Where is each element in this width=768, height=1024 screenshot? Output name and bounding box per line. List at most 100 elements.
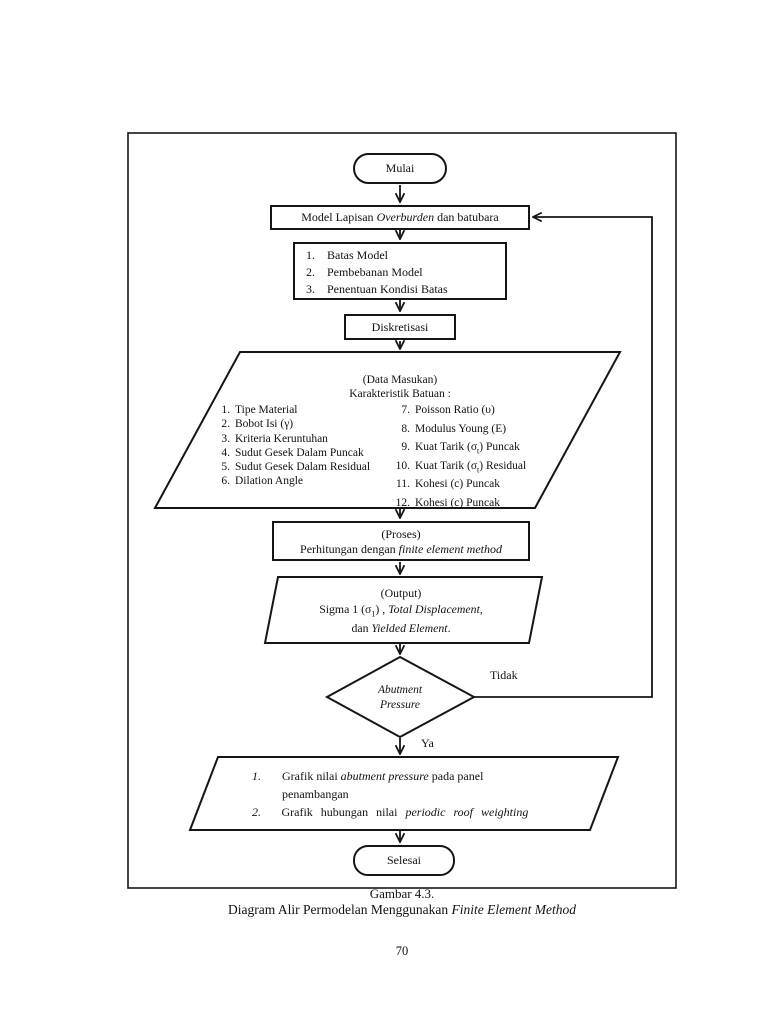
input-title: (Data Masukan) Karakteristik Batuan :	[235, 373, 565, 401]
input-item-text: Kohesi (c) Puncak	[415, 478, 500, 491]
input-item-label: Kohesi (c) Puncak	[415, 477, 500, 496]
input-item: 3. Kriteria Keruntuhan	[214, 432, 386, 446]
process-text-italic: finite element method	[398, 542, 502, 556]
setup-item: 2. Pembebanan Model	[295, 264, 505, 281]
output-line1: Sigma 1 (σ1) , Total Displacement,	[265, 602, 537, 622]
result-item-label: Grafik hubungan nilai periodic roof weig…	[281, 804, 602, 822]
setup-item-label: Batas Model	[327, 248, 388, 262]
model-box-text-post: dan batubara	[434, 210, 499, 224]
discretization-box: Diskretisasi	[344, 314, 456, 340]
input-item-num: 6.	[221, 475, 230, 488]
process-box: (Proses) Perhitungan dengan finite eleme…	[272, 521, 530, 561]
input-item-label: Sudut Gesek Dalam Puncak	[235, 446, 364, 459]
input-item: 8. Modulus Young (E)	[388, 422, 568, 441]
input-item-text: Kohesi (c) Puncak	[415, 496, 500, 509]
page-number: 70	[395, 944, 409, 958]
input-subtitle-line: Karakteristik Batuan :	[349, 388, 451, 401]
input-left-column: 1. Tipe Material 2. Bobot Isi (γ) 3. Kri…	[214, 403, 386, 489]
caption-line1: Gambar 4.3.	[369, 886, 435, 901]
setup-item-label: Penentuan Kondisi Batas	[327, 282, 448, 296]
result-item-italic: abutment pressure	[340, 769, 429, 783]
caption-line2: Diagram Alir Permodelan Menggunakan Fini…	[128, 902, 676, 918]
input-item: 5. Sudut Gesek Dalam Residual	[214, 460, 386, 474]
input-item: 7. Poisson Ratio (υ)	[388, 403, 568, 422]
output-text-italic2: Yielded Element	[371, 621, 448, 636]
input-item-text: Kuat Tarik (σ	[415, 459, 478, 472]
input-item: 2. Bobot Isi (γ)	[214, 417, 386, 431]
input-item-num: 2.	[221, 418, 230, 431]
process-line: Perhitungan dengan finite element method	[274, 542, 528, 557]
input-item: 12. Kohesi (c) Puncak	[388, 496, 568, 515]
start-terminator: Mulai	[353, 153, 447, 184]
setup-item-num: 1.	[306, 248, 315, 262]
input-item-sub: t	[477, 465, 480, 475]
end-label: Selesai	[387, 853, 421, 867]
setup-item: 1. Batas Model	[295, 247, 505, 264]
input-item-label: Kuat Tarik (σt) Puncak	[415, 440, 520, 459]
model-box-italic: Overburden	[376, 210, 435, 224]
input-item-sub: t	[477, 446, 480, 456]
caption-text-italic: Finite Element Method	[451, 902, 576, 917]
figure-caption: Gambar 4.3. Diagram Alir Permodelan Meng…	[128, 886, 676, 918]
input-item-num: 3.	[221, 432, 230, 445]
discretization-label: Diskretisasi	[371, 320, 429, 334]
input-item-label: Bobot Isi (γ)	[235, 418, 294, 431]
input-item-num: 8.	[401, 422, 410, 435]
input-item: 9. Kuat Tarik (σt) Puncak	[388, 440, 568, 459]
process-text: Perhitungan dengan	[300, 542, 399, 556]
output-line2: dan Yielded Element.	[265, 621, 537, 637]
input-item-label: Dilation Angle	[235, 475, 304, 488]
input-item: 4. Sudut Gesek Dalam Puncak	[214, 446, 386, 460]
end-terminator: Selesai	[353, 845, 455, 876]
result-item-text: Grafik nilai	[282, 769, 341, 783]
result-item-italic: periodic roof weighting	[405, 805, 529, 819]
setup-box: 1. Batas Model 2. Pembebanan Model 3. Pe…	[293, 242, 507, 300]
input-parallelogram-shape	[153, 351, 622, 509]
input-item-label: Kuat Tarik (σt) Residual	[415, 459, 526, 478]
result-item-num: 2.	[252, 805, 261, 819]
input-item-text: Modulus Young (E)	[415, 422, 507, 435]
model-box-text: Model Lapisan	[301, 210, 377, 224]
decision-label: Abutment Pressure	[340, 683, 460, 712]
setup-item-num: 2.	[306, 265, 315, 279]
input-item: 6. Dilation Angle	[214, 474, 386, 488]
decision-line2: Pressure	[379, 698, 421, 711]
input-item-num: 1.	[221, 404, 230, 416]
input-item-num: 10.	[395, 459, 410, 472]
diagram-border	[127, 132, 677, 889]
output-text-pre2: dan	[351, 621, 372, 636]
caption-text: Diagram Alir Permodelan Menggunakan	[228, 902, 452, 917]
setup-item: 3. Penentuan Kondisi Batas	[295, 281, 505, 298]
input-item-num: 12.	[395, 496, 410, 509]
process-title: (Proses)	[381, 527, 421, 541]
input-title-line: (Data Masukan)	[362, 374, 438, 386]
result-item-label: Grafik nilai abutment pressure pada pane…	[282, 768, 520, 803]
output-text-pre: Sigma 1 (σ	[319, 601, 372, 616]
model-box: Model Lapisan Overburden dan batubara	[270, 205, 530, 230]
result-item: 1. Grafik nilai abutment pressure pada p…	[252, 768, 602, 803]
start-label: Mulai	[385, 161, 415, 175]
decision-diamond-shape	[324, 655, 477, 739]
input-item: 11. Kohesi (c) Puncak	[388, 477, 568, 496]
input-item-label: Kriteria Keruntuhan	[235, 432, 328, 445]
result-list: 1. Grafik nilai abutment pressure pada p…	[252, 768, 602, 823]
output-text-italic: Total Displacement,	[388, 601, 483, 616]
input-item-label: Poisson Ratio (υ)	[415, 403, 495, 422]
feedback-loop-tidak	[474, 217, 653, 698]
result-item: 2. Grafik hubungan nilai periodic roof w…	[252, 804, 602, 822]
decision-line1: Abutment	[377, 684, 423, 696]
input-item-num: 7.	[401, 404, 410, 416]
output-title: (Output)	[380, 586, 422, 600]
input-item-text: Kuat Tarik (σ	[415, 441, 478, 454]
input-item: 1. Tipe Material	[214, 403, 386, 417]
input-item-label: Tipe Material	[235, 404, 298, 416]
input-item-label: Sudut Gesek Dalam Residual	[235, 461, 371, 474]
setup-item-label: Pembebanan Model	[327, 265, 423, 279]
decision-yes-label: Ya	[421, 736, 434, 750]
input-item-num: 9.	[401, 441, 410, 454]
output-text-mid: ) ,	[375, 601, 389, 616]
input-item: 10. Kuat Tarik (σt) Residual	[388, 459, 568, 478]
result-item-text-post: pada panel penambangan	[282, 769, 484, 801]
output-sigma-sub: 1	[371, 608, 376, 618]
